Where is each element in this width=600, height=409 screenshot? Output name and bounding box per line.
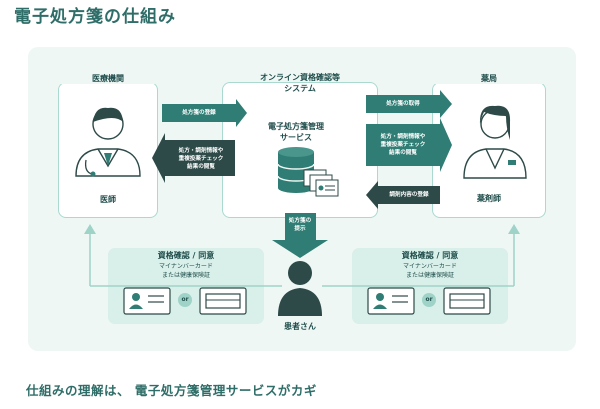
arrow-left-result-line3: 結果の閲覧 bbox=[187, 164, 215, 170]
pharmacist-label: 薬剤師 bbox=[477, 194, 501, 203]
id-check-line2-left: または健康保険証 bbox=[161, 272, 210, 279]
system-heading-line2: システム bbox=[284, 84, 316, 93]
pharmacist-icon bbox=[463, 105, 527, 179]
arrow-acquire bbox=[366, 90, 452, 118]
patient-icon bbox=[278, 261, 322, 316]
or-badge-right bbox=[422, 293, 436, 307]
pharmacy-heading: 薬局 bbox=[432, 73, 546, 84]
id-check-heading-right: 資格確認 / 同意 bbox=[401, 251, 459, 260]
id-check-line2-right: または健康保険証 bbox=[405, 272, 454, 279]
id-check-heading-left: 資格確認 / 同意 bbox=[157, 251, 215, 260]
medical-heading: 医療機関 bbox=[58, 73, 158, 84]
arrow-present bbox=[272, 213, 328, 258]
insurance-card-icon-left bbox=[199, 287, 247, 315]
arrow-present-line2: 提示 bbox=[294, 226, 306, 232]
or-label-left: or bbox=[181, 296, 189, 303]
arrow-dispense-label: 調剤内容の登録 bbox=[389, 192, 429, 198]
up-arrow-right-icon bbox=[508, 224, 520, 234]
arrow-acquire-label: 処方箋の取得 bbox=[386, 101, 420, 107]
arrow-left-result bbox=[152, 133, 235, 183]
arrow-register bbox=[162, 99, 247, 127]
arrow-dispense bbox=[366, 181, 440, 209]
page-title: 電子処方箋の仕組み bbox=[14, 7, 176, 27]
arrow-present-line1: 処方箋の bbox=[288, 218, 312, 224]
doctor-label: 医師 bbox=[100, 195, 116, 204]
arrow-right-result-line2: 重複投薬チェック bbox=[380, 142, 426, 148]
or-label-right: or bbox=[425, 296, 433, 303]
my-number-card-icon-left bbox=[123, 287, 171, 315]
arrow-right-result-line3: 結果の閲覧 bbox=[389, 150, 417, 156]
footer-caption: 仕組みの理解は、 電子処方箋管理サービスがカギ bbox=[26, 383, 317, 398]
service-label-line2: サービス bbox=[280, 133, 312, 142]
arrow-register-label: 処方箋の登録 bbox=[182, 110, 216, 116]
arrow-left-result-line1: 処方・調剤情報や bbox=[178, 148, 224, 154]
arrow-right-result-line1: 処方・調剤情報や bbox=[380, 134, 426, 140]
up-arrow-left-icon bbox=[84, 224, 96, 234]
id-check-line1-right: マイナンバーカード bbox=[403, 263, 457, 270]
service-label-line1: 電子処方箋管理 bbox=[268, 122, 324, 131]
doctor-icon bbox=[75, 107, 141, 177]
or-badge-left bbox=[178, 293, 192, 307]
documents-icon bbox=[303, 169, 339, 197]
arrow-left-result-line2: 重複投薬チェック bbox=[178, 156, 224, 162]
my-number-card-icon-right bbox=[367, 287, 415, 315]
arrow-right-result bbox=[366, 118, 452, 172]
system-heading-line1: オンライン資格確認等 bbox=[260, 73, 340, 82]
insurance-card-icon-right bbox=[443, 287, 491, 315]
id-check-line1-left: マイナンバーカード bbox=[159, 263, 213, 270]
patient-label: 患者さん bbox=[284, 322, 316, 331]
